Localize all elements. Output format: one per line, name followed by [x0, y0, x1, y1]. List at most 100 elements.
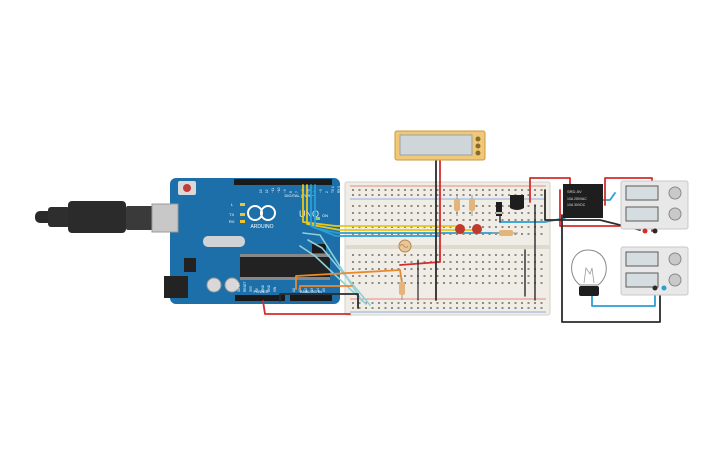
breadboard-hole[interactable]	[430, 275, 432, 277]
breadboard-hole[interactable]	[469, 212, 471, 214]
breadboard-hole[interactable]	[514, 233, 517, 235]
breadboard-hole[interactable]	[397, 282, 400, 284]
wire-cyan-3[interactable]	[299, 245, 367, 305]
breadboard-hole[interactable]	[436, 268, 439, 270]
breadboard-hole[interactable]	[540, 233, 543, 235]
breadboard-hole[interactable]	[423, 194, 426, 196]
breadboard-hole[interactable]	[404, 233, 406, 235]
breadboard-hole[interactable]	[391, 302, 393, 304]
breadboard-hole[interactable]	[430, 205, 432, 207]
breadboard-hole[interactable]	[436, 233, 439, 235]
breadboard-hole[interactable]	[358, 205, 361, 207]
breadboard-hole[interactable]	[449, 254, 452, 256]
breadboard-hole[interactable]	[404, 282, 406, 284]
breadboard-hole[interactable]	[410, 205, 413, 207]
breadboard-hole[interactable]	[423, 307, 426, 309]
breadboard-hole[interactable]	[378, 205, 380, 207]
breadboard-hole[interactable]	[488, 233, 491, 235]
breadboard-hole[interactable]	[352, 302, 354, 304]
breadboard-hole[interactable]	[410, 275, 413, 277]
breadboard-hole[interactable]	[417, 189, 419, 191]
breadboard-hole[interactable]	[488, 275, 491, 277]
breadboard-hole[interactable]	[397, 226, 400, 228]
breadboard-hole[interactable]	[482, 261, 484, 263]
breadboard-hole[interactable]	[430, 189, 432, 191]
breadboard-hole[interactable]	[397, 189, 400, 191]
breadboard-hole[interactable]	[508, 268, 510, 270]
breadboard-hole[interactable]	[462, 282, 465, 284]
breadboard-hole[interactable]	[501, 282, 504, 284]
breadboard-hole[interactable]	[449, 194, 452, 196]
breadboard-hole[interactable]	[540, 275, 543, 277]
breadboard-hole[interactable]	[423, 226, 426, 228]
breadboard-hole[interactable]	[462, 194, 465, 196]
breadboard-hole[interactable]	[423, 233, 426, 235]
breadboard-hole[interactable]	[456, 307, 458, 309]
breadboard-hole[interactable]	[527, 261, 530, 263]
breadboard-hole[interactable]	[378, 189, 380, 191]
photoresistor[interactable]	[398, 239, 412, 253]
breadboard-hole[interactable]	[475, 212, 478, 214]
breadboard-hole[interactable]	[488, 212, 491, 214]
breadboard-hole[interactable]	[404, 189, 406, 191]
wire-blue-2[interactable]	[314, 184, 501, 234]
breadboard-hole[interactable]	[404, 307, 406, 309]
breadboard-hole[interactable]	[482, 226, 484, 228]
breadboard-hole[interactable]	[443, 194, 445, 196]
breadboard-hole[interactable]	[384, 205, 387, 207]
breadboard-hole[interactable]	[495, 233, 497, 235]
breadboard-hole[interactable]	[514, 307, 517, 309]
breadboard-hole[interactable]	[397, 194, 400, 196]
breadboard-hole[interactable]	[384, 219, 387, 221]
breadboard-hole[interactable]	[488, 282, 491, 284]
breadboard-hole[interactable]	[404, 212, 406, 214]
breadboard-hole[interactable]	[469, 254, 471, 256]
breadboard-hole[interactable]	[449, 189, 452, 191]
wire-blue-5[interactable]	[591, 285, 656, 307]
resistor-2[interactable]	[469, 195, 475, 216]
breadboard-hole[interactable]	[527, 189, 530, 191]
breadboard-hole[interactable]	[378, 194, 380, 196]
breadboard-hole[interactable]	[482, 268, 484, 270]
led-red-1[interactable]	[455, 224, 465, 234]
breadboard-hole[interactable]	[384, 261, 387, 263]
breadboard-hole[interactable]	[358, 261, 361, 263]
breadboard-hole[interactable]	[475, 233, 478, 235]
breadboard-hole[interactable]	[436, 282, 439, 284]
breadboard-hole[interactable]	[508, 212, 510, 214]
breadboard-hole[interactable]	[397, 302, 400, 304]
breadboard-hole[interactable]	[436, 275, 439, 277]
breadboard-hole[interactable]	[534, 307, 536, 309]
breadboard-hole[interactable]	[404, 254, 406, 256]
breadboard-hole[interactable]	[417, 233, 419, 235]
breadboard-hole[interactable]	[475, 254, 478, 256]
breadboard-hole[interactable]	[514, 282, 517, 284]
breadboard-hole[interactable]	[482, 307, 484, 309]
breadboard-hole[interactable]	[436, 212, 439, 214]
breadboard-hole[interactable]	[469, 226, 471, 228]
resistor-1[interactable]	[454, 195, 460, 216]
breadboard-hole[interactable]	[352, 205, 354, 207]
wire-yellow-1[interactable]	[302, 184, 456, 227]
breadboard-hole[interactable]	[495, 219, 497, 221]
breadboard-hole[interactable]	[501, 226, 504, 228]
breadboard-hole[interactable]	[540, 282, 543, 284]
breadboard-hole[interactable]	[423, 219, 426, 221]
breadboard-hole[interactable]	[436, 205, 439, 207]
breadboard-hole[interactable]	[521, 189, 523, 191]
usb-cable[interactable]	[35, 201, 175, 233]
breadboard-hole[interactable]	[501, 212, 504, 214]
breadboard-hole[interactable]	[423, 189, 426, 191]
breadboard-hole[interactable]	[540, 226, 543, 228]
breadboard-hole[interactable]	[391, 275, 393, 277]
breadboard-hole[interactable]	[462, 233, 465, 235]
breadboard-hole[interactable]	[443, 254, 445, 256]
breadboard-hole[interactable]	[514, 219, 517, 221]
breadboard-hole[interactable]	[534, 189, 536, 191]
breadboard-hole[interactable]	[514, 212, 517, 214]
breadboard-hole[interactable]	[527, 205, 530, 207]
breadboard-hole[interactable]	[371, 282, 374, 284]
breadboard-hole[interactable]	[495, 194, 497, 196]
breadboard-hole[interactable]	[449, 212, 452, 214]
arduino-uno-board[interactable]: ARDUINO UNO DIGITAL (PWM~) POWER ANALOG …	[151, 178, 341, 304]
